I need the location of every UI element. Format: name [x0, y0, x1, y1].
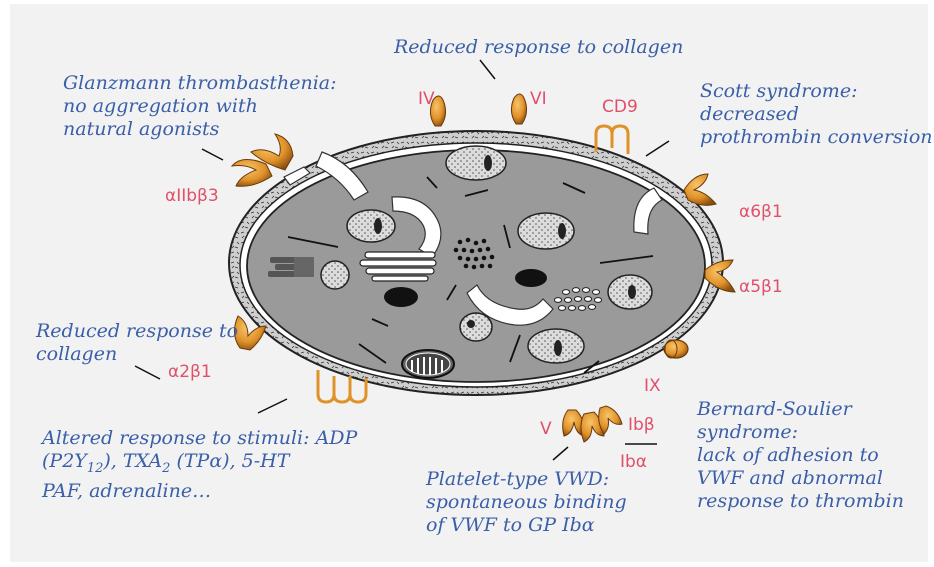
glycogen-particle [466, 257, 471, 262]
annotation-line: syndrome: [697, 421, 904, 444]
receptor-ring-icon [664, 340, 688, 358]
glycogen-particle [480, 264, 485, 269]
text-run: ), TXA [103, 450, 162, 472]
glycogen-particle [470, 249, 475, 254]
annotation-line: collagen [36, 343, 238, 366]
glycogen-particle [482, 239, 487, 244]
annotation-line: VWF and abnormal [697, 467, 904, 490]
vesicle [588, 305, 595, 310]
annotation-line: no aggregation with [63, 95, 337, 118]
annotation-line: decreased [700, 103, 933, 126]
text-run: (P2Y [42, 450, 87, 472]
annotation-altered-response: Altered response to stimuli: ADP (P2Y12)… [42, 427, 357, 503]
receptor-label-cd9: CD9 [602, 97, 638, 117]
annotation-line: (P2Y12), TXA2 (TPα), 5-HT [42, 450, 357, 480]
glycogen-particle [474, 257, 479, 262]
glycogen-particle [454, 248, 459, 253]
annotation-collagen-left: Reduced response to collagen [36, 320, 238, 366]
annotation-line: Glanzmann thrombasthenia: [63, 72, 337, 95]
subscript: 12 [87, 461, 104, 476]
annotation-line: Bernard-Soulier [697, 398, 904, 421]
vesicle [582, 288, 589, 293]
receptor-label-a6b1: α6β1 [739, 202, 783, 222]
annotation-line: Scott syndrome: [700, 80, 933, 103]
annotation-platelet-vwd: Platelet-type VWD: spontaneous binding o… [426, 468, 627, 537]
vesicle [584, 297, 591, 302]
vesicle [554, 298, 561, 303]
glycogen-particle [466, 238, 471, 243]
annotation-line: Altered response to stimuli: ADP [42, 427, 357, 450]
annotation-bernard-soulier: Bernard-Soulier syndrome: lack of adhesi… [697, 398, 904, 513]
glycogen-particle [458, 240, 463, 245]
receptor-label-a5b1: α5β1 [739, 277, 783, 297]
annotation-glanzmann: Glanzmann thrombasthenia: no aggregation… [63, 72, 337, 141]
annotation-line: response to thrombin [697, 490, 904, 513]
glycogen-particle [488, 264, 493, 269]
annotation-line: prothrombin conversion [700, 126, 933, 149]
receptor-label-iv: IV [418, 89, 435, 109]
receptor-label-v: V [540, 419, 552, 439]
annotation-line: Reduced response to [36, 320, 238, 343]
receptor-label-vi: VI [530, 89, 547, 109]
vesicle [578, 306, 585, 311]
glycogen-particle [486, 247, 491, 252]
vesicle [572, 288, 579, 293]
annotation-line: spontaneous binding [426, 491, 627, 514]
annotation-line: PAF, adrenaline… [42, 480, 357, 503]
annotation-line: of VWF to GP Ibα [426, 514, 627, 537]
vesicle [594, 298, 601, 303]
receptor-label-ib-beta: Ibβ [628, 415, 655, 435]
vesicle [568, 306, 575, 311]
annotation-line: lack of adhesion to [697, 444, 904, 467]
annotation-scott: Scott syndrome: decreased prothrombin co… [700, 80, 933, 149]
glycogen-particle [482, 256, 487, 261]
receptor-label-aiib-b3: αIIbβ3 [165, 186, 219, 206]
annotation-line: Platelet-type VWD: [426, 468, 627, 491]
glycogen-particle [472, 265, 477, 270]
vesicle [564, 298, 571, 303]
text-run: (TPα), 5-HT [170, 450, 289, 472]
receptor-label-ix: IX [644, 376, 661, 396]
vesicle [592, 290, 599, 295]
vesicle [562, 290, 569, 295]
glycogen-particle [478, 248, 483, 253]
glycogen-particle [474, 241, 479, 246]
annotation-collagen-top: Reduced response to collagen [394, 36, 683, 59]
annotation-line: natural agonists [63, 118, 337, 141]
vesicle [574, 297, 581, 302]
glycogen-particle [458, 256, 463, 261]
mitochondrion-icon [402, 350, 454, 378]
glycogen-particle [462, 248, 467, 253]
glycogen-particle [490, 255, 495, 260]
glycogen-particle [464, 264, 469, 269]
vesicle [558, 306, 565, 311]
